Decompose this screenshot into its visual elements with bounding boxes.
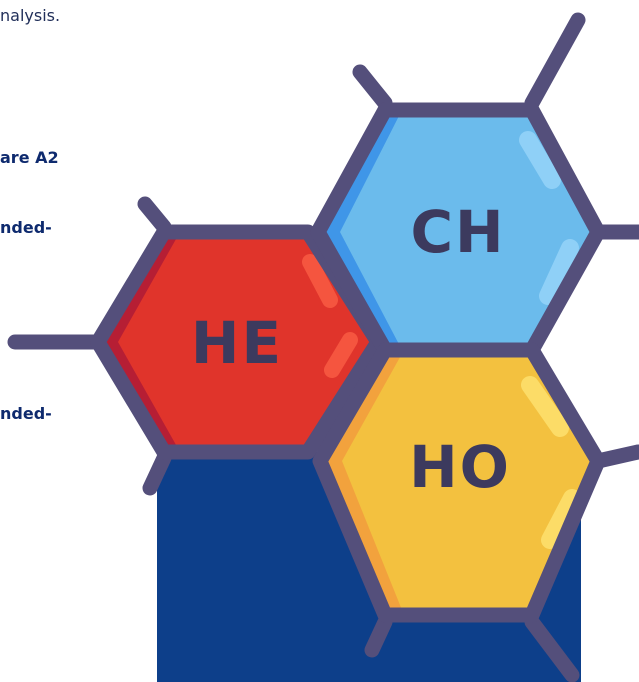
hexagon-ho: HO (312, 342, 606, 623)
hexagon-ho-label: HO (409, 433, 511, 501)
text-fragment-analysis: nalysis. (0, 6, 61, 25)
hexagon-ch: CH (310, 102, 606, 358)
hexagon-ch-label: CH (410, 198, 505, 266)
hexagon-he-label: HE (191, 309, 283, 377)
text-fragment-a2: are A2 (0, 148, 59, 167)
text-fragment-nded-1: nded- (0, 218, 52, 237)
text-fragment-nded-2: nded- (0, 404, 52, 423)
connector-lines (7, 12, 639, 682)
hexagon-he: HE (90, 224, 386, 460)
